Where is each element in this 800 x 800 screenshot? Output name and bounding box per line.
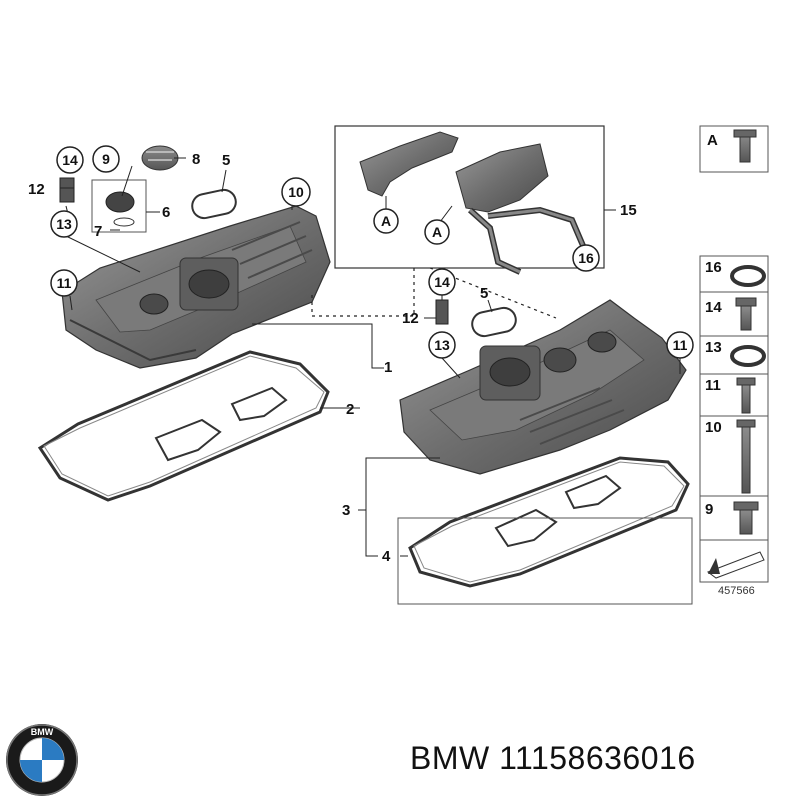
seal-ring-icon [730,265,766,287]
svg-text:10: 10 [288,184,304,200]
valve-cover-left [61,205,331,369]
callout-11-left: 11 [50,269,78,297]
seal-ring-icon [730,345,766,367]
callout-12-right: 12 [402,310,419,327]
reference-number: 457566 [718,585,755,597]
gasket-left [37,350,330,502]
legend-item-14: 14 [705,297,757,331]
svg-text:14: 14 [705,299,722,316]
bolt-icon [735,297,757,331]
callout-10: 10 [281,177,311,207]
legend-column: 16 14 13 11 10 [699,255,769,583]
callout-12-left: 12 [28,181,45,198]
callout-13-left: 13 [50,210,78,238]
valve-cover-right [399,299,687,475]
callout-13-right: 13 [428,331,456,359]
svg-text:9: 9 [102,151,110,167]
svg-text:14: 14 [62,152,78,168]
filler-neck-box [91,179,147,233]
svg-text:13: 13 [705,339,722,356]
callout-1: 1 [384,359,392,376]
part-number: 11158636016 [499,740,696,776]
callout-A-1: A [373,208,399,234]
direction-arrow-icon [706,551,765,579]
callout-3: 3 [342,502,350,519]
svg-text:11: 11 [57,275,72,291]
seal-5-right [471,306,517,338]
stud-bolt-icon [736,419,756,494]
callout-15: 15 [620,202,637,219]
logo-lettering: BMW [31,727,54,737]
callout-2: 2 [346,401,354,418]
callout-6: 6 [162,204,170,221]
svg-text:A: A [381,213,391,229]
legend-A-box: A [699,125,769,173]
callout-A-2: A [424,219,450,245]
leader-lines-left [60,157,384,409]
callout-11-right: 11 [666,331,694,359]
long-bolt-icon [736,377,756,414]
svg-text:16: 16 [705,259,722,276]
callout-14-right: 14 [428,268,456,296]
callout-8: 8 [192,151,200,168]
svg-text:13: 13 [56,216,72,232]
callout-5-left: 5 [222,152,230,169]
callout-14-left: 14 [56,146,84,174]
sensor-right [435,299,449,325]
oil-filler-cap [141,145,179,171]
callout-7: 7 [94,223,102,240]
svg-text:14: 14 [434,274,450,290]
svg-text:11: 11 [673,337,688,353]
svg-text:13: 13 [434,337,450,353]
svg-text:10: 10 [705,419,722,436]
svg-text:9: 9 [705,501,713,518]
svg-text:11: 11 [705,377,721,394]
bmw-logo: BMW [6,724,78,796]
part-label: BMW 11158636016 [410,740,696,777]
brand-name: BMW [410,740,490,776]
svg-text:16: 16 [578,250,594,266]
callout-5-right: 5 [480,285,488,302]
svg-text:A: A [707,132,718,149]
seal-5-left [191,188,237,220]
legend-item-10: 10 [705,419,756,494]
bolt-icon [733,501,759,535]
sensor-left [59,177,75,203]
legend-item-9: 9 [705,501,759,535]
legend-item-16: 16 [705,259,766,287]
callout-4: 4 [382,548,391,565]
breather-box [334,125,616,275]
svg-text:A: A [432,224,442,240]
legend-item-13: 13 [705,339,766,367]
callout-16: 16 [572,244,600,272]
callout-9: 9 [92,145,120,173]
legend-item-11: 11 [705,377,756,414]
gasket-right [408,456,690,588]
